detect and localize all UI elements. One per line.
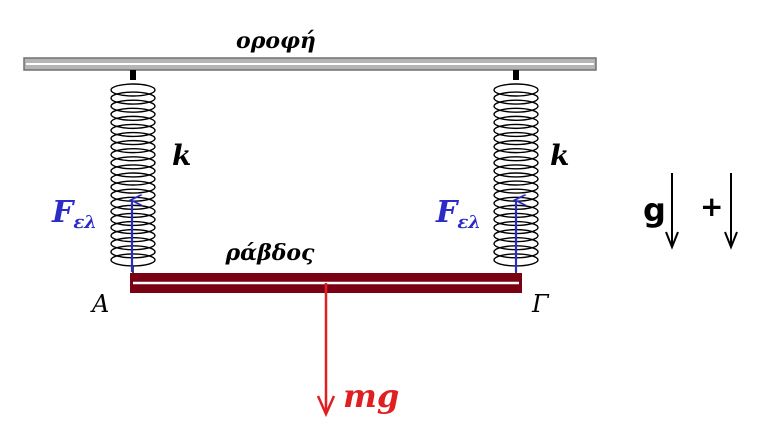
spring-coil bbox=[110, 123, 156, 138]
spring-coil bbox=[110, 83, 156, 97]
spring-hook bbox=[513, 70, 519, 80]
spring-coil bbox=[493, 139, 539, 154]
spring-coil bbox=[110, 172, 156, 186]
spring-coil bbox=[110, 148, 156, 162]
right-spring-constant: k bbox=[550, 139, 569, 172]
spring-coil bbox=[110, 139, 156, 154]
spring-coil bbox=[110, 91, 156, 105]
spring-coil bbox=[110, 156, 156, 170]
left-elastic-force-label: Fελ bbox=[51, 195, 97, 233]
spring-coil bbox=[493, 91, 539, 105]
spring-hook bbox=[130, 70, 136, 80]
spring-coil bbox=[493, 99, 539, 113]
spring-coil bbox=[493, 107, 539, 121]
spring-coil bbox=[493, 156, 539, 170]
spring-coil bbox=[110, 107, 156, 121]
right-force-subscript: ελ bbox=[457, 212, 481, 233]
point-a-label: Α bbox=[90, 290, 109, 318]
ceiling bbox=[23, 57, 597, 71]
spring-coil bbox=[493, 115, 539, 130]
point-gamma-label: Γ bbox=[531, 290, 550, 318]
right-elastic-force-label: Fελ bbox=[435, 195, 481, 233]
spring-coil bbox=[110, 115, 156, 130]
ceiling-label: οροφή bbox=[236, 28, 316, 54]
weight-arrow bbox=[316, 283, 336, 418]
spring-coil bbox=[110, 164, 156, 178]
spring-coil bbox=[493, 172, 539, 186]
right-force-symbol: F bbox=[435, 195, 460, 230]
left-force-subscript: ελ bbox=[73, 212, 97, 233]
spring-coil bbox=[493, 180, 539, 194]
rod-label: ράβδος bbox=[225, 240, 316, 266]
spring-coil bbox=[493, 123, 539, 138]
spring-coil bbox=[493, 83, 539, 97]
weight-label: mg bbox=[343, 377, 399, 415]
left-spring-constant: k bbox=[172, 139, 191, 172]
spring-coil bbox=[110, 99, 156, 113]
positive-direction-arrow bbox=[724, 173, 738, 250]
left-force-symbol: F bbox=[51, 195, 76, 230]
positive-direction-label: + bbox=[700, 190, 723, 223]
gravity-label: g bbox=[643, 191, 666, 229]
spring-coil bbox=[110, 180, 156, 194]
spring-coil bbox=[493, 164, 539, 178]
spring-coil bbox=[493, 148, 539, 162]
spring-coil bbox=[110, 131, 156, 146]
gravity-direction-arrow bbox=[665, 173, 679, 250]
spring-coil bbox=[493, 131, 539, 146]
